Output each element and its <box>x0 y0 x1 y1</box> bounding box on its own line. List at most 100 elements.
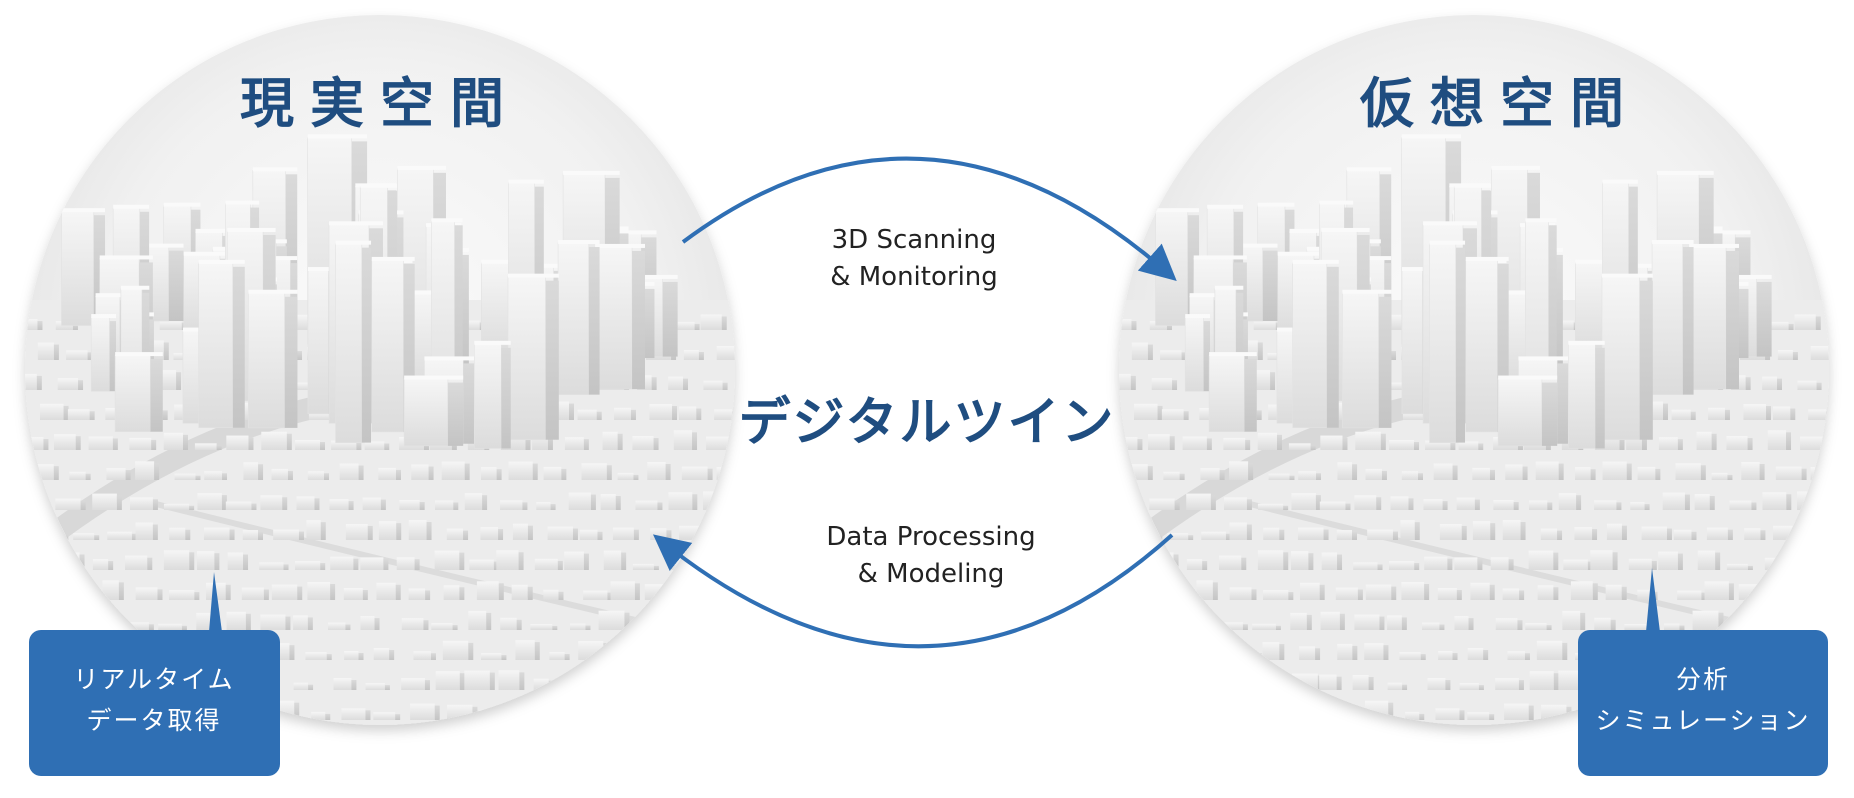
city-low-building-side <box>195 475 201 480</box>
city-low-building <box>1454 557 1478 570</box>
city-tower <box>1601 276 1640 441</box>
city-low-building-side <box>633 529 639 540</box>
city-low-building <box>124 555 148 570</box>
realtime-data-callout-line2: データ取得 <box>86 706 221 735</box>
city-low-building-side <box>568 403 574 420</box>
city-tower-roof <box>404 290 443 295</box>
city-low-building <box>306 520 321 540</box>
city-low-building-side <box>459 587 465 600</box>
city-low-building-side <box>1786 494 1792 510</box>
city-low-building-side <box>1651 560 1657 570</box>
city-low-building <box>479 709 497 720</box>
city-low-building-side <box>1248 463 1254 480</box>
city-low-building-side <box>189 505 195 510</box>
city-tower-side <box>1497 263 1509 432</box>
city-low-building-side <box>78 380 84 390</box>
city-low-building <box>1223 437 1246 450</box>
city-low-building <box>1677 590 1702 600</box>
city-low-building <box>598 610 625 630</box>
city-low-building <box>718 701 735 720</box>
city-low-building <box>203 527 230 540</box>
city-low-building-side <box>383 559 389 570</box>
city-low-building-side <box>1792 595 1798 600</box>
city-low-building-side <box>297 586 303 600</box>
city-low-building-side <box>683 378 689 390</box>
city-low-building-side <box>1131 617 1137 630</box>
city-low-building-side <box>1621 586 1627 600</box>
city-low-building <box>365 683 385 690</box>
city-low-building-side <box>362 589 368 600</box>
city-low-building-side <box>351 680 357 690</box>
city-low-building-side <box>630 409 636 420</box>
city-low-building <box>703 491 729 510</box>
city-low-building <box>1401 471 1419 480</box>
city-low-building <box>1196 711 1220 720</box>
city-tower-side <box>1595 347 1605 449</box>
city-low-building-side <box>248 437 254 450</box>
city-low-building <box>481 653 502 660</box>
city-low-building-side <box>222 473 228 480</box>
city-low-building-side <box>1747 438 1753 450</box>
city-low-building <box>373 647 390 660</box>
city-low-building <box>700 314 722 330</box>
city-low-building <box>331 440 357 450</box>
city-low-building-side <box>1289 475 1295 480</box>
city-low-building-side <box>761 564 766 570</box>
city-low-building <box>1832 382 1852 390</box>
city-low-building <box>1810 467 1829 480</box>
realtime-data-callout-pointer <box>209 572 222 632</box>
city-low-building-side <box>1368 676 1374 690</box>
city-low-building <box>1132 532 1158 540</box>
city-low-building <box>434 500 454 510</box>
city-low-building <box>1556 320 1574 330</box>
city-low-building-side <box>1830 469 1835 480</box>
city-low-building <box>56 552 80 570</box>
city-low-building <box>1490 557 1509 570</box>
city-low-building-side <box>1383 645 1389 660</box>
city-low-building-side <box>759 384 764 390</box>
city-low-building <box>1352 674 1369 690</box>
city-tower-roof <box>1155 208 1200 213</box>
city-tower-side <box>168 250 184 322</box>
city-low-building-side <box>615 495 621 510</box>
city-low-building-side <box>1793 527 1799 540</box>
city-low-building <box>1390 382 1409 390</box>
city-low-building <box>1367 529 1393 540</box>
city-low-building-side <box>1148 715 1154 720</box>
city-low-building-side <box>1379 616 1385 630</box>
city-tower-roof <box>1601 273 1653 278</box>
city-low-building <box>1810 345 1829 360</box>
city-low-building-side <box>459 673 465 690</box>
city-low-building <box>1252 623 1276 630</box>
city-low-building <box>1161 409 1184 420</box>
city-tower-roof <box>120 285 150 290</box>
city-low-building-side <box>1179 473 1185 480</box>
city-low-building <box>1706 527 1728 540</box>
city-low-building-side <box>1655 468 1661 480</box>
city-low-building <box>333 678 352 690</box>
city-low-building <box>1800 621 1818 630</box>
city-low-building <box>583 704 608 720</box>
city-low-building-side <box>1508 559 1514 570</box>
city-low-building-side <box>1728 583 1734 600</box>
city-low-building <box>135 587 158 600</box>
city-low-building-side <box>414 559 420 570</box>
city-low-building-side <box>1592 583 1598 600</box>
city-tower-roof <box>1498 290 1537 295</box>
city-low-building <box>579 529 598 540</box>
city-low-building-side <box>1709 495 1715 510</box>
city-tower-roof <box>597 230 657 235</box>
city-low-building-side <box>1279 529 1285 540</box>
city-low-building-side <box>1256 653 1262 660</box>
city-low-building-side <box>1677 553 1683 570</box>
city-low-building-side <box>728 493 734 510</box>
city-tower-roof <box>99 255 153 260</box>
top-flow-arrow <box>681 156 1177 281</box>
city-low-building <box>578 641 604 660</box>
city-tower-roof <box>329 221 383 226</box>
city-low-building-side <box>482 495 488 510</box>
city-tower <box>507 276 546 441</box>
city-tower-roof <box>1193 255 1247 260</box>
city-low-building-side <box>532 463 538 480</box>
city-low-building <box>1590 550 1613 570</box>
